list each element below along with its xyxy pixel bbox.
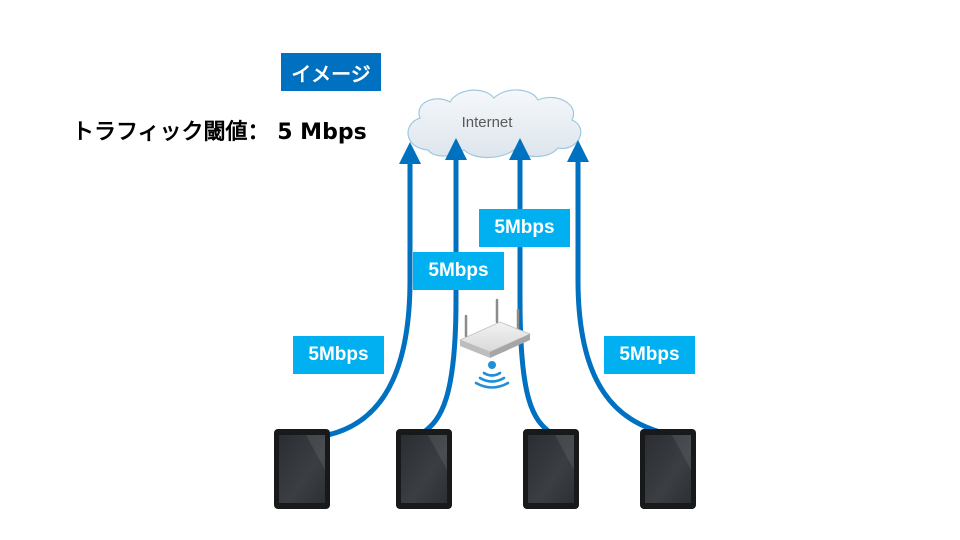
flow-rate-label-1: 5Mbps <box>293 336 384 374</box>
wifi-signal-icon <box>474 361 510 389</box>
flow-rate-label-3: 5Mbps <box>479 209 570 247</box>
tablet-icon-1 <box>274 429 330 509</box>
arrow-head-2 <box>445 138 467 160</box>
tablet-icon-4 <box>640 429 696 509</box>
arrow-head-4 <box>567 140 589 162</box>
flow-arrow-1 <box>325 157 413 438</box>
image-badge: イメージ <box>281 53 381 91</box>
wifi-router-icon <box>458 298 532 358</box>
arrow-heads <box>399 138 589 164</box>
flow-arrows <box>325 152 663 438</box>
tablet-icon-2 <box>396 429 452 509</box>
flow-rate-label-4: 5Mbps <box>604 336 695 374</box>
cloud-label: Internet <box>462 114 514 131</box>
traffic-threshold-text: トラフィック閾値： 5 Mbps <box>72 120 367 145</box>
arrow-head-1 <box>399 142 421 164</box>
flow-arrow-4 <box>575 155 663 435</box>
flow-arrow-2 <box>421 152 459 435</box>
flow-arrow-3 <box>517 152 554 436</box>
arrow-head-3 <box>509 138 531 160</box>
flow-rate-label-2: 5Mbps <box>413 252 504 290</box>
tablet-icon-3 <box>523 429 579 509</box>
cloud-icon: Internet <box>407 89 582 159</box>
